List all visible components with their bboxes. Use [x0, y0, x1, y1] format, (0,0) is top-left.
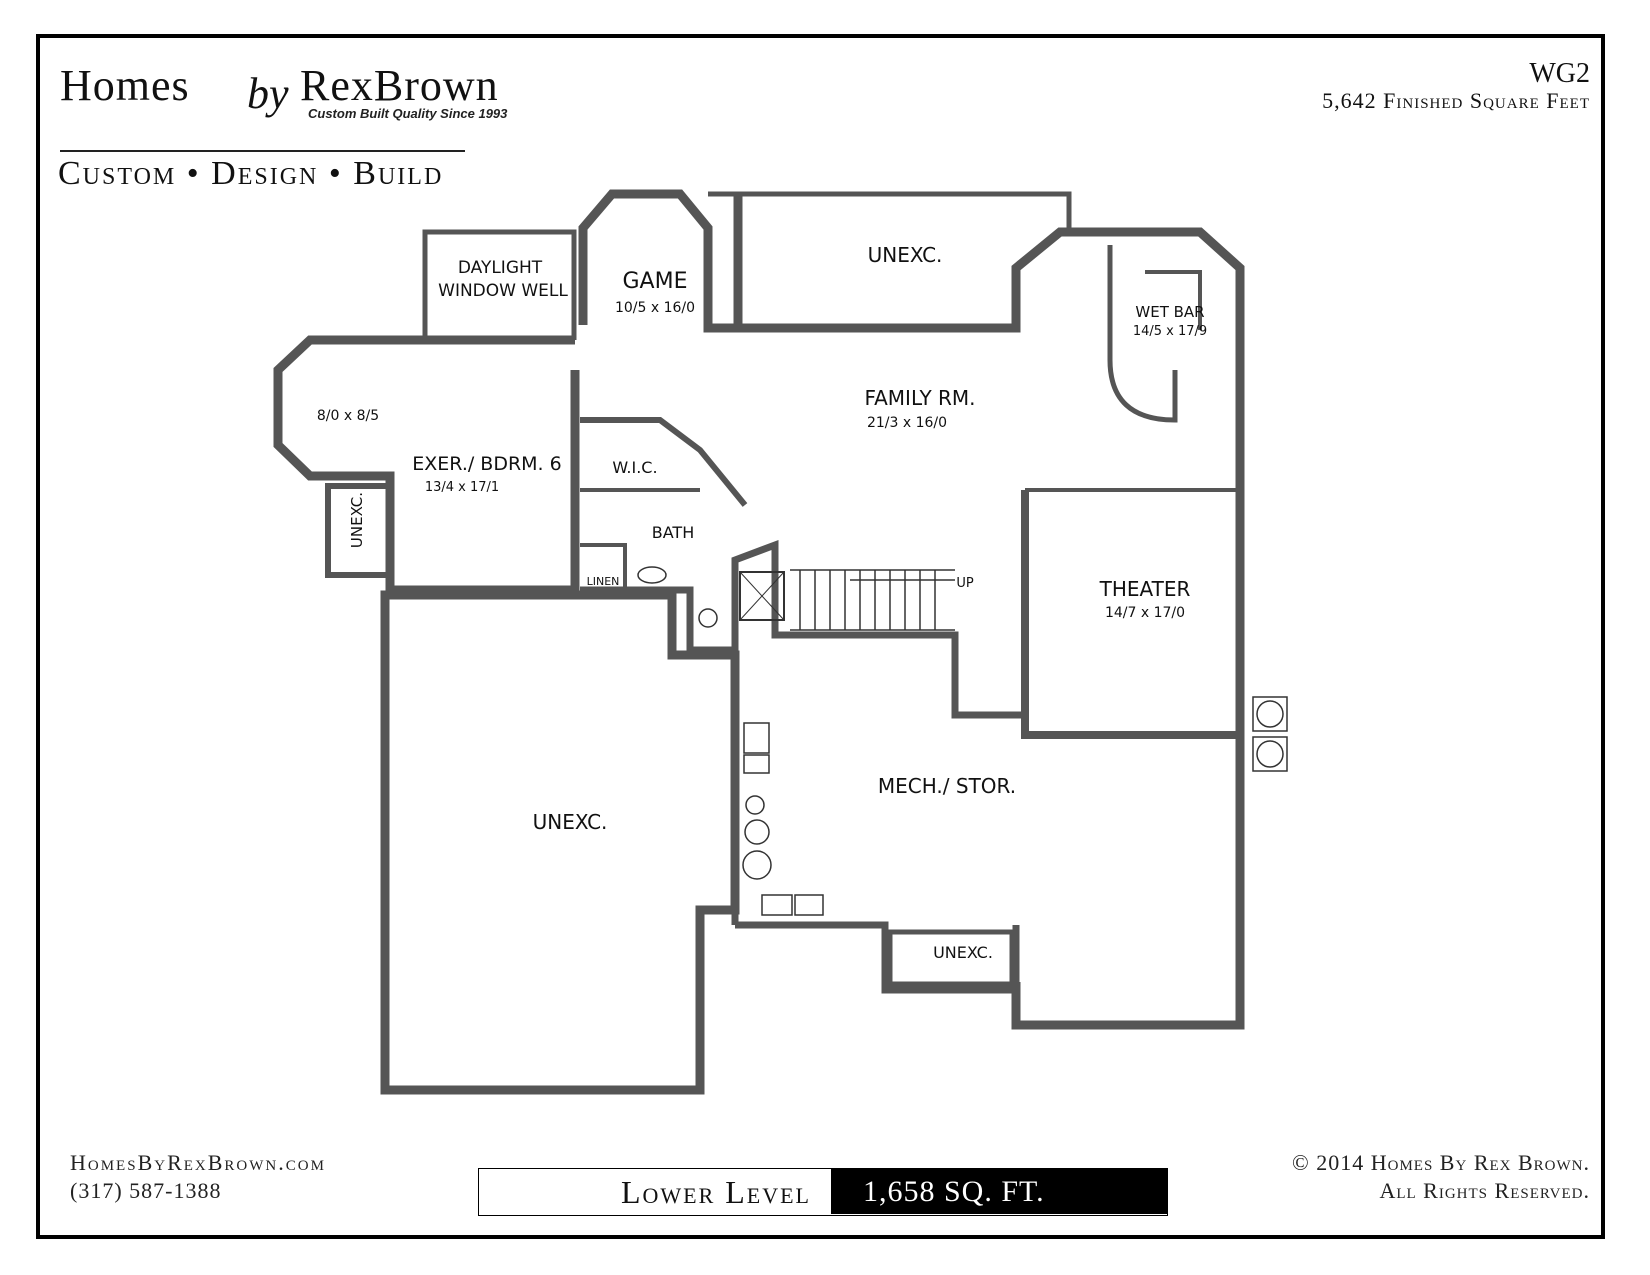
daylight-label-2: WINDOW WELL [438, 281, 568, 301]
toilet [698, 608, 718, 628]
logo-homes-text: Homes [60, 61, 190, 110]
theater-wall [1021, 490, 1240, 739]
linen-wall [580, 543, 627, 590]
level-banner: Lower Level 1,658 SQ. FT. [478, 1168, 1168, 1216]
daylight-label-1: DAYLIGHT [458, 258, 543, 278]
linen-label: LINEN [587, 575, 620, 588]
window-well-wall [422, 229, 577, 340]
top-unexc-wall [708, 191, 1072, 232]
ac-units [1252, 696, 1288, 772]
logo-by-text: by [247, 69, 289, 118]
website-link[interactable]: HomesByRexBrown.com [70, 1150, 326, 1175]
theater-dim: 14/7 x 17/0 [1105, 605, 1185, 621]
bath-label: BATH [652, 523, 694, 542]
nook-dim: 8/0 x 8/5 [317, 408, 379, 424]
shower [739, 571, 785, 621]
game-dim: 10/5 x 16/0 [615, 300, 695, 316]
logo-divider [60, 150, 465, 152]
unexc-left-label: UNEXC. [533, 810, 608, 834]
outer-wall-north-east [578, 189, 1245, 1030]
wic-wall [580, 417, 748, 507]
copyright-line-1: © 2014 Homes By Rex Brown. [1292, 1150, 1590, 1175]
phone-number: (317) 587-1388 [70, 1178, 222, 1203]
finished-square-feet: 5,642 Finished Square Feet [1322, 88, 1590, 113]
wet-bar-counter [1107, 245, 1178, 423]
level-label: Lower Level [620, 1174, 811, 1210]
wic-label: W.I.C. [612, 458, 657, 477]
unexc-side-label: UNEXC. [348, 492, 366, 548]
mech-label: MECH./ STOR. [878, 774, 1016, 798]
copyright-line-2: All Rights Reserved. [1379, 1178, 1590, 1203]
drawing-frame [36, 34, 1605, 1239]
company-logo: Homes by RexBrown Custom Built Quality S… [60, 58, 507, 138]
logo-rexbrown-text: RexBrown [300, 61, 499, 110]
family-label: FAMILY RM. [864, 386, 975, 410]
bath-stair-wall [580, 539, 1025, 719]
exercise-label: EXER./ BDRM. 6 [412, 453, 561, 475]
stair-up-label: UP [956, 576, 974, 591]
wet-bar-dim: 14/5 x 17/9 [1133, 324, 1207, 339]
left-unexc-wall [380, 590, 740, 1095]
unexc-bottom-label: UNEXC. [933, 943, 993, 962]
unexc-top-label: UNEXC. [868, 243, 943, 267]
plan-code: WG2 [1529, 58, 1590, 89]
sink [637, 566, 667, 584]
theater-label: THEATER [1099, 577, 1191, 601]
mech-south-wall [735, 921, 1020, 994]
bottom-unexc-wall [887, 929, 1015, 987]
mechanical-equipment [742, 722, 824, 916]
family-dim: 21/3 x 16/0 [867, 415, 947, 431]
logo-tagline: Custom Built Quality Since 1993 [308, 106, 508, 121]
exercise-dim: 13/4 x 17/1 [425, 480, 499, 495]
slogan: Custom • Design • Build [58, 155, 444, 192]
staircase [790, 569, 955, 631]
side-unexc-wall [325, 483, 390, 578]
level-square-feet: 1,658 SQ. FT. [831, 1169, 1167, 1214]
game-label: GAME [623, 269, 688, 294]
wet-bar-label: WET BAR [1135, 303, 1204, 321]
exercise-room-wall [273, 335, 580, 595]
